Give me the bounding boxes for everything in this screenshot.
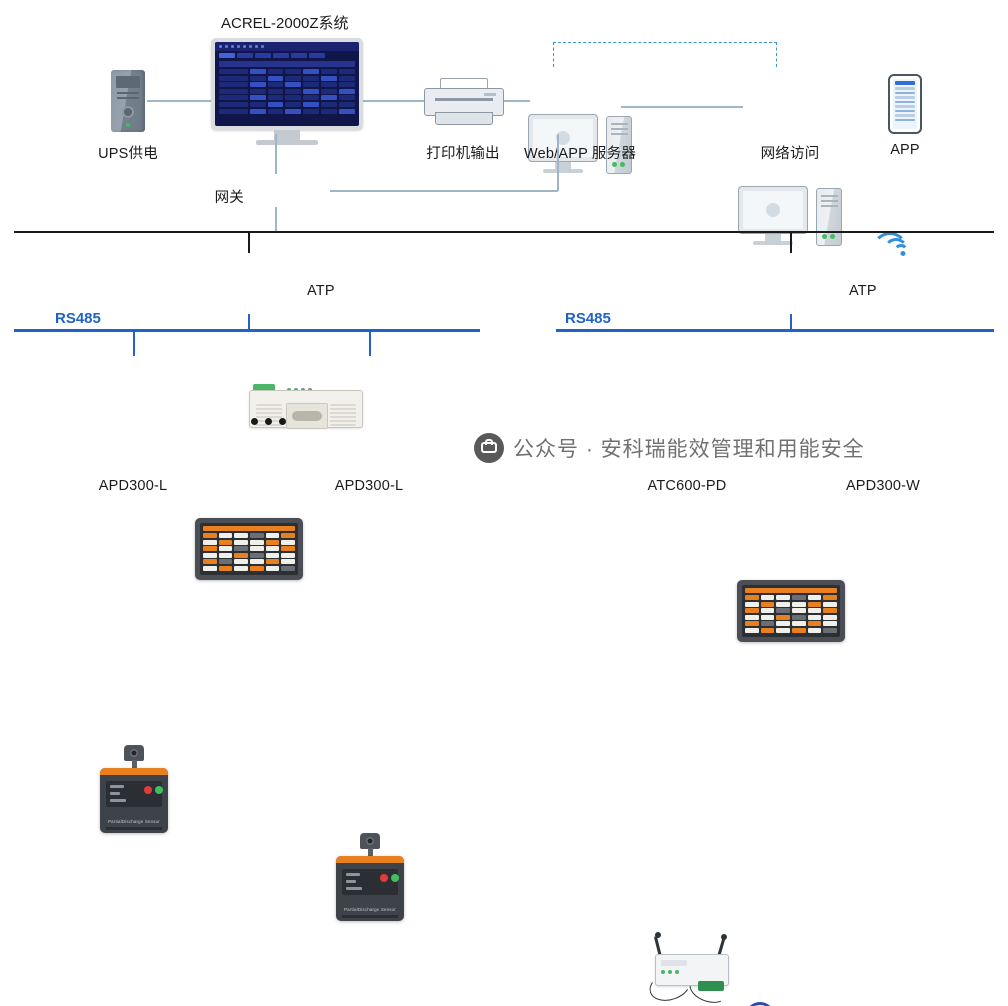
label-atc600-pd: ATC600-PD (647, 478, 727, 494)
wifi-icon (872, 232, 922, 258)
rs485-tap-apd-1 (133, 329, 135, 356)
watermark-text: 公众号 · 安科瑞能效管理和用能安全 (513, 438, 865, 461)
desktop-monitor-icon (528, 114, 598, 173)
server-group-web-app (528, 114, 632, 186)
smartphone-icon (888, 74, 922, 134)
dashed-link-server-network (553, 42, 777, 67)
wire-gateway-to-bus (275, 207, 277, 231)
label-apd300-l-2: APD300-L (334, 478, 404, 494)
page-title: ACREL-2000Z系统 (221, 15, 349, 32)
wire-ups-to-monitor (147, 100, 211, 102)
wire-printer-to-server (502, 100, 530, 102)
label-web-app-server: Web/APP 服务器 (523, 146, 637, 162)
wire-server-down (557, 134, 559, 191)
atp-touch-panel-icon (195, 518, 303, 580)
label-ups: UPS供电 (98, 146, 158, 162)
desktop-monitor-icon (211, 38, 363, 145)
network-access-group (738, 186, 842, 258)
system-screen (215, 42, 359, 126)
server-tower-icon (606, 116, 632, 174)
desktop-monitor-icon (738, 186, 808, 245)
label-network-access: 网络访问 (760, 146, 820, 162)
bus-tap-left-atp (248, 231, 250, 253)
label-apd300-w: APD300-W (845, 478, 921, 494)
label-atp-left: ATP (307, 283, 335, 299)
wechat-official-account-logo (474, 433, 504, 463)
atp-touch-panel-icon (737, 580, 845, 642)
wireless-signal-icon (745, 994, 775, 1006)
rs485-bus-right (556, 329, 994, 332)
label-app: APP (890, 142, 920, 158)
apd300-sensor-icon: PartialDischarge Sensor (96, 745, 172, 833)
din-rail-gateway-icon (249, 384, 363, 432)
bus-tap-right-atp (790, 231, 792, 253)
wire-server-to-network (621, 106, 743, 108)
ups-tower-icon (111, 70, 145, 132)
label-apd300-l-1: APD300-L (98, 478, 168, 494)
wire-monitor-to-printer (363, 100, 424, 102)
watermark: 公众号 · 安科瑞能效管理和用能安全 (474, 433, 865, 463)
label-rs485-right: RS485 (565, 310, 611, 327)
rs485-tap-right-atp (790, 314, 792, 330)
label-atp-right: ATP (849, 283, 877, 299)
atc600-wireless-box-icon (645, 932, 741, 1006)
printer-icon (424, 78, 504, 126)
label-rs485-left: RS485 (55, 310, 101, 327)
server-tower-icon (816, 188, 842, 246)
rs485-tap-apd-2 (369, 329, 371, 356)
rs485-bus-left (14, 329, 480, 332)
diagram-canvas: ACREL-2000Z系统 UPS供电 (14, 15, 994, 1006)
label-printer: 打印机输出 (426, 146, 500, 162)
ellipsis-more-sensors (251, 418, 286, 425)
label-gateway: 网关 (214, 190, 244, 206)
wire-gateway-to-server-column (330, 190, 558, 192)
apd300-sensor-icon: PartialDischarge Sensor (332, 833, 408, 921)
rs485-tap-left-atp (248, 314, 250, 330)
main-bus-line (14, 231, 994, 234)
wire-monitor-to-gateway (275, 134, 277, 174)
